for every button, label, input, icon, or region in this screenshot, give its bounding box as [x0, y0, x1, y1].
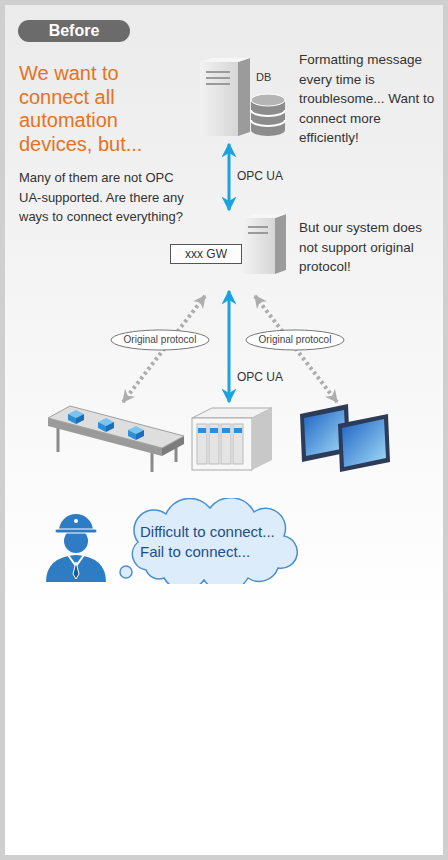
- connector-label: OPC UA: [237, 169, 283, 184]
- plc-illustration-part: [197, 424, 207, 464]
- plc-illustration-part: [234, 428, 242, 433]
- conveyor-illustration-part: [68, 414, 76, 424]
- db-server: DB: [196, 58, 288, 144]
- cloud-tail: [120, 566, 132, 578]
- gateway-server-icon-part: [243, 218, 275, 274]
- tab-label: Before: [18, 20, 130, 42]
- protocol-label: OPC UA: [237, 370, 297, 385]
- monitor-illustration: [300, 404, 390, 472]
- protocol-ellipse-text: Original protocol: [110, 333, 210, 347]
- speech-cloud-text: Difficult to connect... Fail to connect.…: [140, 522, 302, 562]
- database-cylinder-part: [251, 110, 285, 116]
- plc-illustration-part: [209, 424, 219, 464]
- worker-icon-part: [73, 562, 79, 579]
- conveyor-illustration: [48, 406, 184, 472]
- conveyor-illustration-part: [76, 414, 84, 424]
- db-server-icon-part: [200, 62, 238, 136]
- speech-cloud: Difficult to connect... Fail to connect.…: [112, 498, 308, 584]
- gateway-server-icon-part: [275, 214, 286, 274]
- protocol-connector: [228, 144, 231, 210]
- worker-icon-part: [55, 529, 97, 533]
- conveyor-illustration-part: [128, 430, 136, 440]
- note-text: Formatting message every time is trouble…: [299, 50, 441, 148]
- db-server-icon-part: [206, 83, 230, 85]
- worker-icon-part: [46, 555, 106, 582]
- db-server-icon-part: [238, 58, 250, 136]
- plc-illustration-part: [198, 428, 206, 433]
- protocol-ellipse-text: Original protocol: [245, 333, 345, 347]
- database-cylinder: [251, 94, 285, 136]
- gateway-server-icon-part: [248, 226, 268, 228]
- cloud-outline: [112, 498, 308, 584]
- note-text: Many of them are not OPC UA-supported. A…: [19, 168, 184, 227]
- conveyor-illustration-part: [48, 406, 184, 448]
- conveyor-illustration-part: [136, 430, 144, 440]
- tab-label-text: Before: [18, 20, 130, 42]
- monitor-illustration-part: [338, 414, 390, 472]
- plc-illustration-part: [233, 424, 243, 464]
- ellipse-outline: [111, 330, 209, 350]
- gateway-server-icon-part: [248, 232, 268, 234]
- plc-illustration-part: [221, 424, 231, 464]
- worker-icon: [46, 514, 106, 582]
- database-cylinder-part: [251, 120, 285, 126]
- heading-text: We want to connect all automation device…: [19, 62, 179, 156]
- worker-icon-part: [74, 519, 78, 523]
- ellipse-outline: [246, 330, 344, 350]
- plc-illustration-part: [210, 428, 218, 433]
- db-server-text: DB: [256, 71, 286, 84]
- gateway-server-icon-part: [243, 214, 286, 218]
- protocol-arrows-part: [228, 291, 231, 402]
- gateway-server-text: xxx GW: [170, 244, 242, 264]
- panel-background: [5, 5, 443, 855]
- db-server-icon-part: [200, 58, 250, 62]
- conveyor-illustration-part: [151, 452, 154, 472]
- db-server-icon: [200, 58, 250, 136]
- db-server-icon-part: [206, 71, 230, 73]
- cloud-outline: [132, 498, 297, 584]
- protocol-ellipse: Original protocol: [245, 329, 345, 351]
- db-server-icon-part: [206, 77, 230, 79]
- plc-illustration: [192, 408, 272, 470]
- monitor-illustration-part: [342, 419, 386, 467]
- protocol-ellipse: Original protocol: [110, 329, 210, 351]
- database-cylinder-part: [251, 94, 285, 106]
- note-text: But our system does not support original…: [299, 218, 441, 277]
- worker-icon-part: [59, 514, 93, 531]
- plc-illustration-part: [252, 408, 272, 470]
- conveyor-illustration-part: [57, 428, 60, 452]
- plc-illustration-part: [192, 418, 252, 470]
- gateway-server-icon: [243, 214, 286, 274]
- gateway-server: xxx GW: [168, 210, 288, 276]
- conveyor-illustration-part: [98, 422, 106, 432]
- conveyor-illustration-part: [106, 422, 114, 432]
- plc-illustration-part: [222, 428, 230, 433]
